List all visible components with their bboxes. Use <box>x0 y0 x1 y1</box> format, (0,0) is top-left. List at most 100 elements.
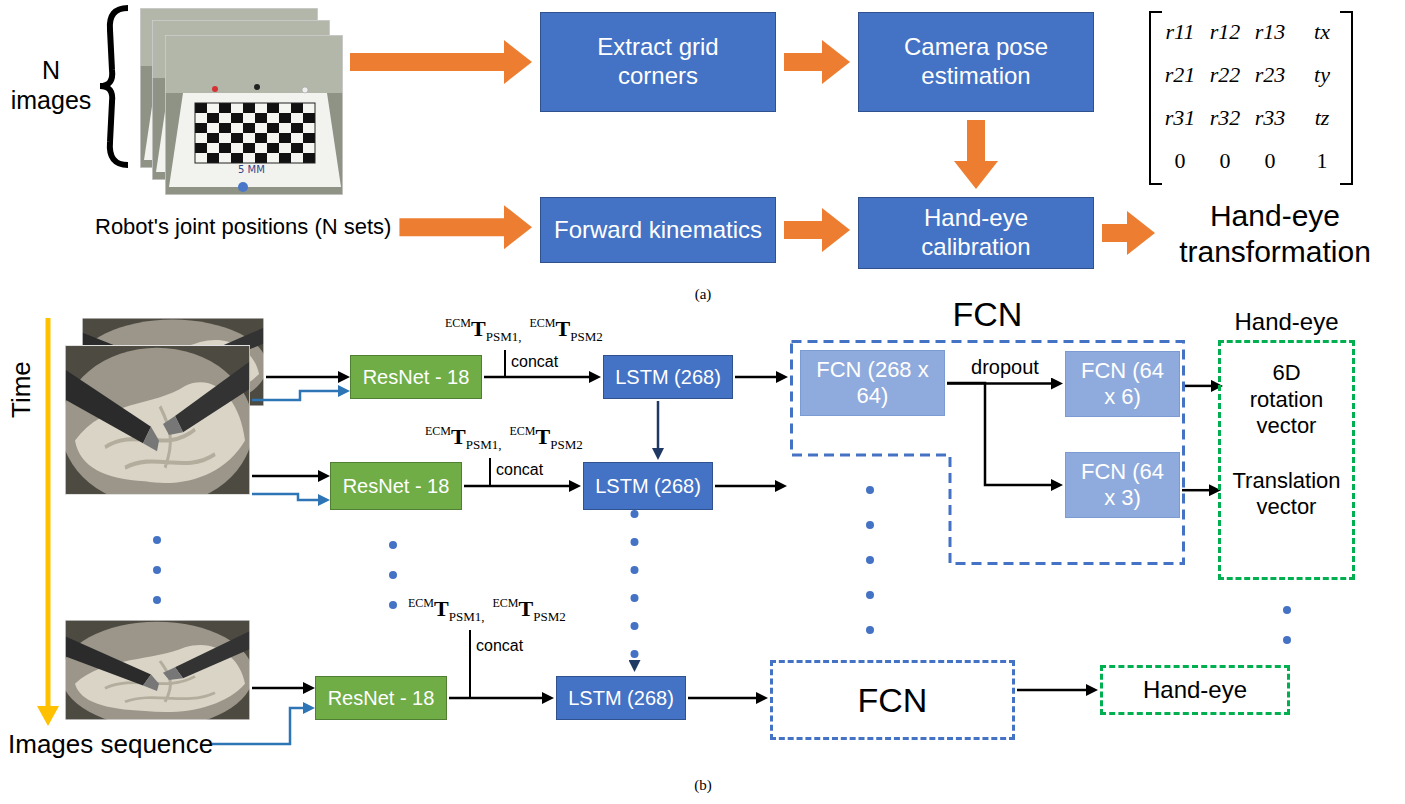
transform-symbol: ECM <box>408 596 434 610</box>
flow-arrow <box>784 53 822 71</box>
flow-arrow <box>784 221 822 239</box>
box-label: Hand-eye transformation <box>1170 198 1380 270</box>
fcn-box: FCN (64 x 3) <box>1065 452 1180 519</box>
hand-eye-box: Hand-eye <box>1100 665 1290 715</box>
output-text: Translation vector <box>1223 462 1350 526</box>
process-box: Camera pose estimation <box>858 12 1094 112</box>
fcn-box: FCN (64 x 6) <box>1065 351 1180 418</box>
group-title: Hand-eye <box>1221 308 1352 337</box>
continuation-dots <box>389 571 397 579</box>
continuation-dots <box>389 541 397 549</box>
flow-arrow <box>464 485 569 488</box>
box-label: FCN <box>858 680 928 721</box>
box-label: 6D rotation vector <box>1239 360 1334 439</box>
transform-symbol: ECM <box>425 424 451 438</box>
continuation-dots <box>153 566 161 574</box>
box-label: Robot's joint positions (N sets) <box>95 214 391 240</box>
matrix-entry: tx <box>1298 19 1346 45</box>
transform-notation: ECMTPSM1,ECMTPSM2 <box>425 424 583 450</box>
flow-arrow <box>967 120 985 161</box>
continuation-dots <box>866 556 874 564</box>
box-label: LSTM (268) <box>615 365 721 389</box>
image-text: 5 MM <box>238 164 265 176</box>
subfigure-label: (b) <box>683 776 723 794</box>
time-arrow <box>37 318 59 726</box>
transform-symbol: PSM1, <box>466 437 502 453</box>
transform-symbol: PSM2 <box>550 437 583 453</box>
image-input-arrow <box>212 708 303 744</box>
transform-symbol: PSM2 <box>533 609 566 625</box>
matrix-entry: r33 <box>1246 105 1294 131</box>
matrix-entry: r22 <box>1201 62 1249 88</box>
subfigure-label: (a) <box>683 285 723 303</box>
flow-arrow <box>688 697 756 700</box>
time-arrow <box>37 706 59 726</box>
box-label: ResNet - 18 <box>328 686 435 710</box>
flow-arrow <box>1182 489 1209 492</box>
continuation-dots <box>866 591 874 599</box>
group-outline <box>792 342 1184 564</box>
stack-label: N images <box>5 55 97 115</box>
flow-arrow <box>1102 224 1127 242</box>
transform-symbol: PSM1, <box>449 609 485 625</box>
flow-arrow <box>631 514 639 660</box>
surgical-images <box>61 620 253 727</box>
matrix-entry: 0 <box>1246 148 1294 174</box>
concat-line <box>489 458 491 486</box>
concat-line <box>469 630 471 698</box>
resnet-box: ResNet - 18 <box>350 355 482 399</box>
transform-symbol: T <box>519 596 534 622</box>
matrix-bracket <box>1340 12 1352 184</box>
continuation-dots <box>153 536 161 544</box>
box-label: FCN (268 x 64) <box>815 357 930 410</box>
concat-line <box>504 350 506 377</box>
calibration-images <box>165 35 343 195</box>
box-label: LSTM (268) <box>595 474 701 498</box>
surgical-images <box>61 345 253 506</box>
transform-symbol: T <box>434 596 449 622</box>
transform-symbol: PSM1, <box>486 329 522 345</box>
continuation-dots <box>1283 636 1291 644</box>
curly-brace <box>100 8 128 165</box>
continuation-dots <box>1283 606 1291 614</box>
flow-arrow <box>735 376 776 379</box>
lstm-output-arrow <box>715 485 775 488</box>
image-input-arrow <box>252 475 318 478</box>
concat-label: concat <box>476 636 523 655</box>
matrix-entry: ty <box>1298 62 1346 88</box>
image-input-arrow <box>252 391 338 400</box>
box-label: Extract grid corners <box>563 33 753 91</box>
concat-label: concat <box>496 460 543 479</box>
continuation-dots <box>389 601 397 609</box>
transform-symbol: T <box>451 424 466 450</box>
output-text: 6D rotation vector <box>1225 354 1348 445</box>
flow-arrow <box>657 401 660 448</box>
transform-symbol: ECM <box>509 424 535 438</box>
flow-arrow <box>399 218 504 236</box>
continuation-dots <box>866 626 874 634</box>
transform-notation: ECMTPSM1,ECMTPSM2 <box>445 316 603 342</box>
axis-label: Images sequence <box>8 729 213 760</box>
lstm-box: LSTM (268) <box>556 676 686 720</box>
process-box: Hand-eye calibration <box>858 197 1094 269</box>
fcn-box: FCN <box>770 660 1015 740</box>
axis-label: Time <box>6 345 37 435</box>
continuation-dots <box>866 521 874 529</box>
surgical-images <box>61 318 267 727</box>
transform-symbol: ECM <box>445 316 471 330</box>
box-label: FCN (64 x 3) <box>1078 459 1168 512</box>
continuation-dots <box>866 486 874 494</box>
transform-notation: ECMTPSM1,ECMTPSM2 <box>408 596 566 622</box>
concat-label: concat <box>511 352 558 371</box>
lstm-box: LSTM (268) <box>603 355 733 399</box>
image-input-arrow <box>266 376 338 379</box>
fcn-box: FCN (268 x 64) <box>800 350 945 417</box>
image-input-arrow <box>252 687 303 690</box>
flow-arrow <box>484 376 589 379</box>
flow-arrow <box>1017 689 1086 692</box>
matrix-entry: r32 <box>1201 105 1249 131</box>
transform-symbol: ECM <box>529 316 555 330</box>
box-label: ResNet - 18 <box>343 474 450 498</box>
box-label: Forward kinematics <box>554 216 762 245</box>
